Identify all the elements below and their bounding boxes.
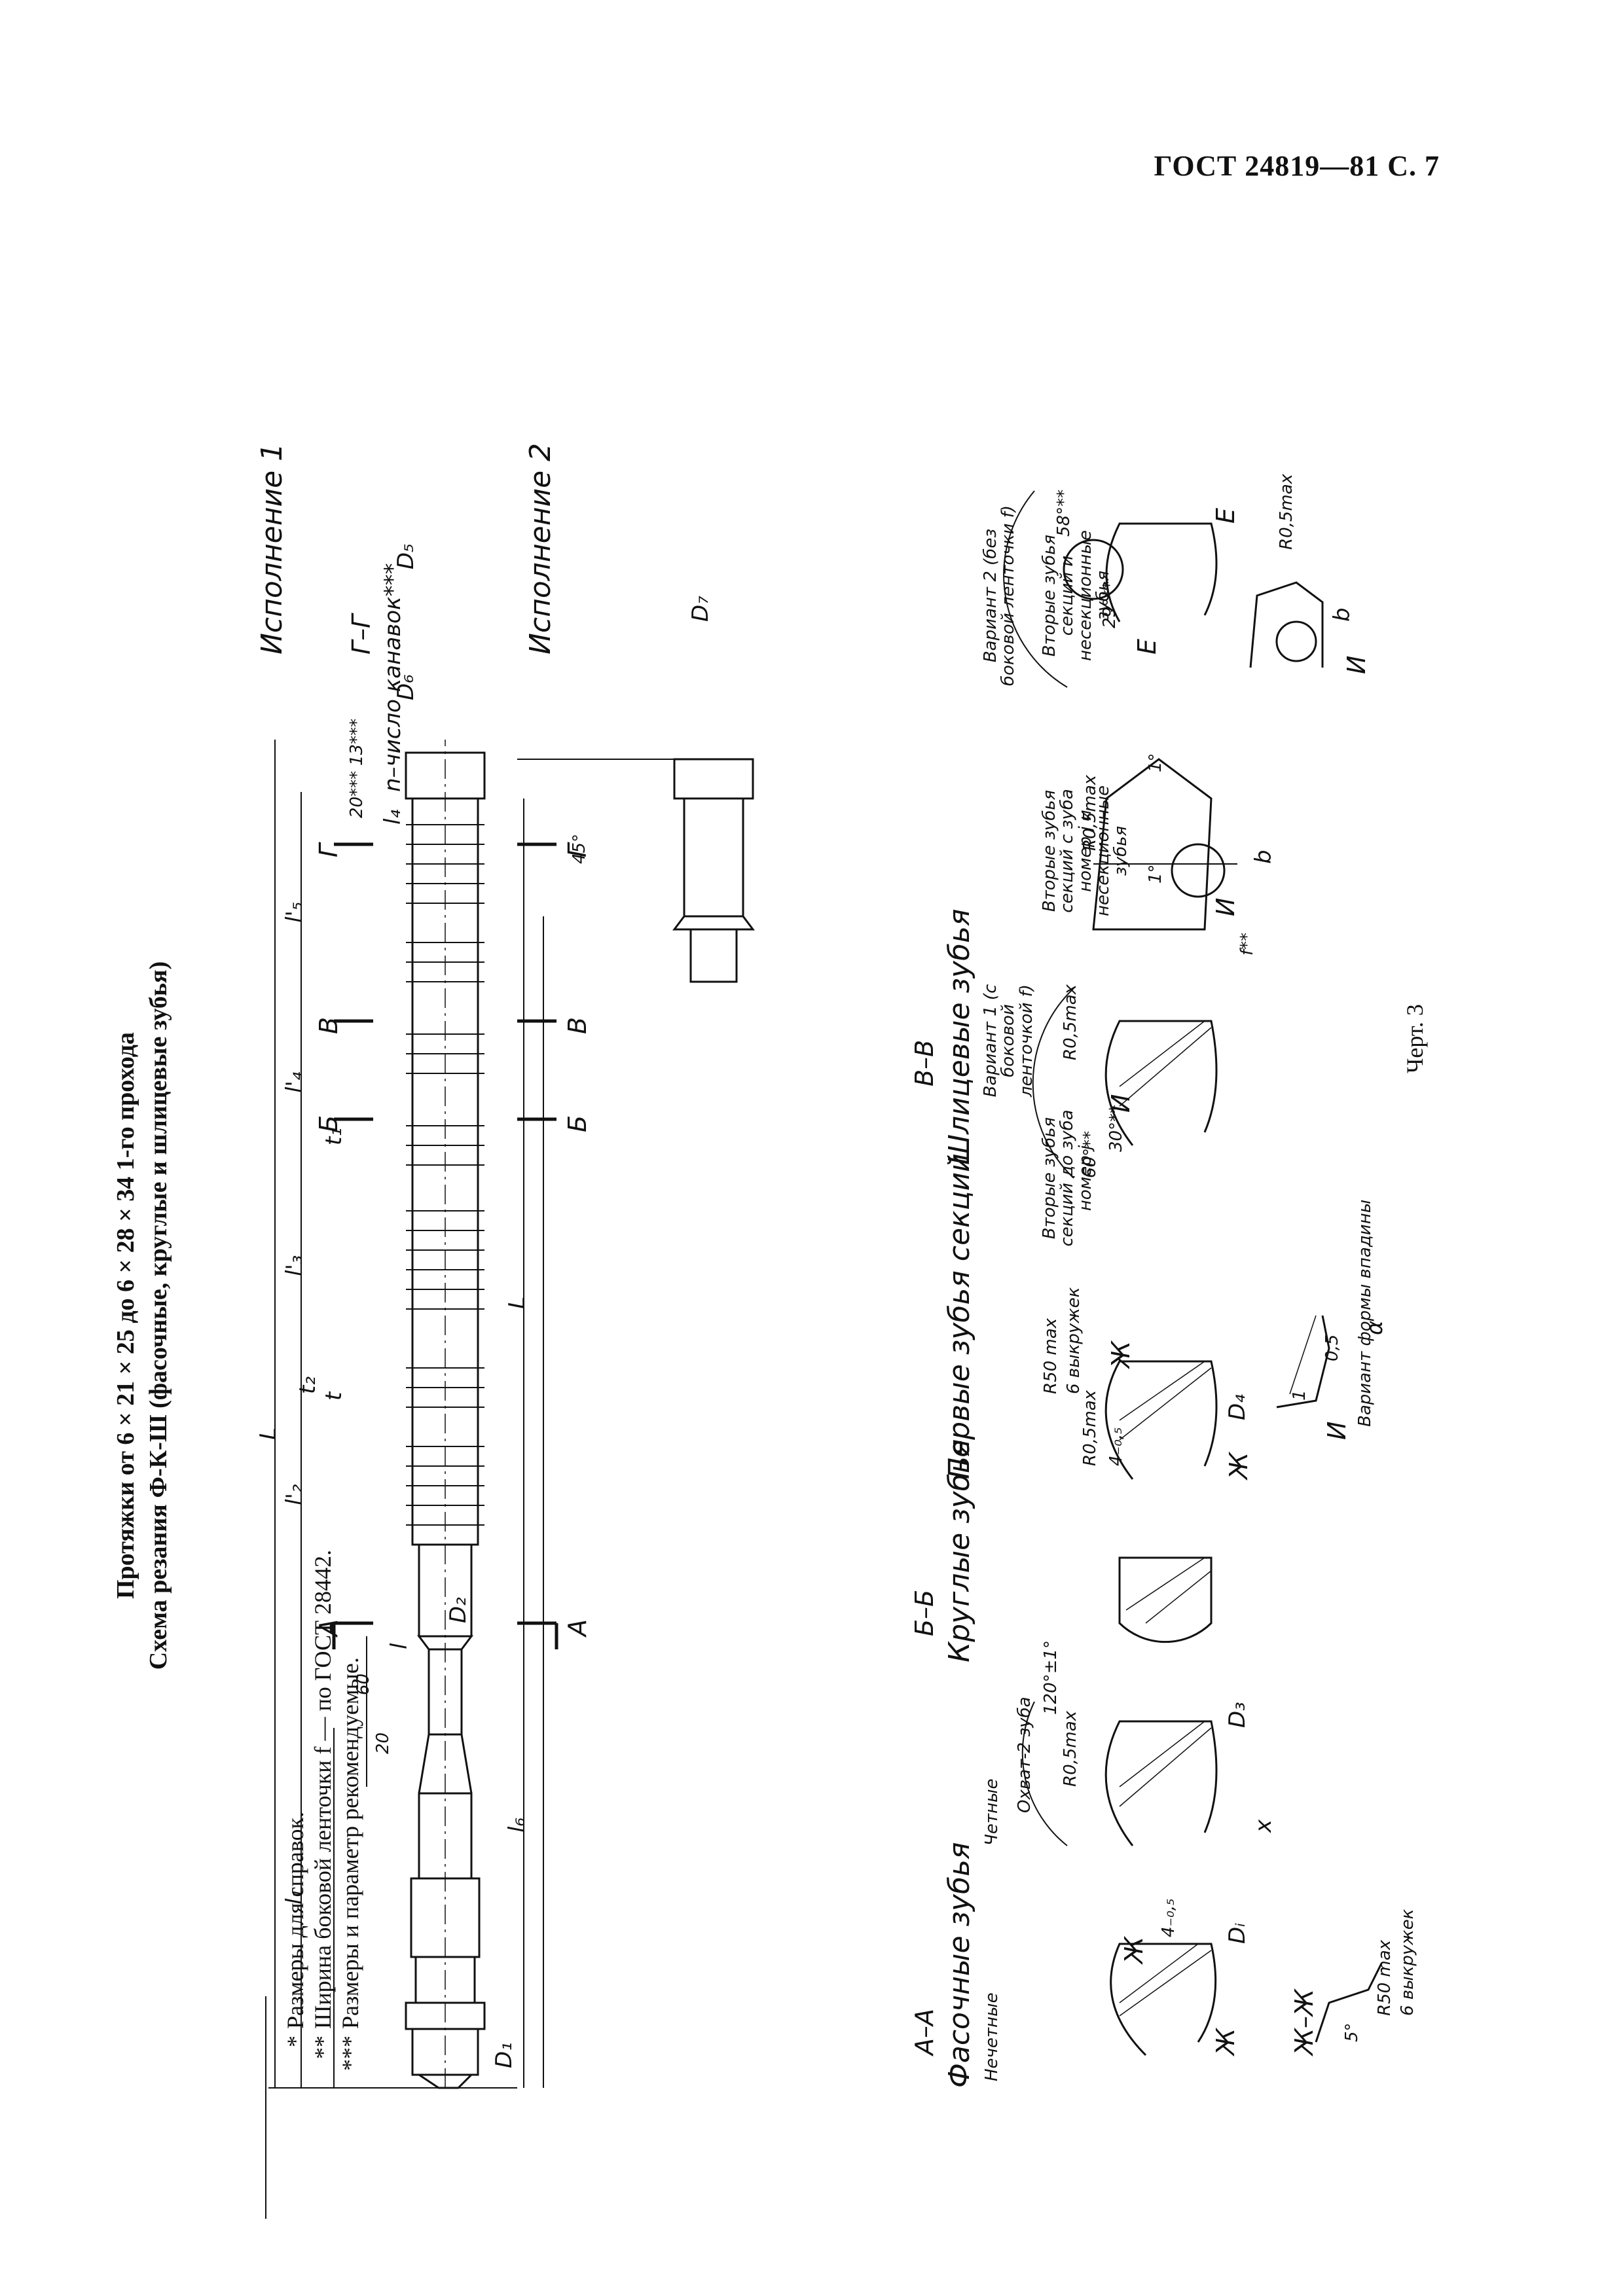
label-okhvat: Охват-2 зуба: [1015, 1696, 1034, 1813]
label-dim-4: 4₋₀,₅: [1159, 1898, 1178, 1937]
label-l5: l'₅: [282, 901, 308, 923]
label-vykruzhek: 6 выкружек: [1398, 1909, 1417, 2016]
label-ang-1b: 1°: [1146, 753, 1165, 772]
label-Di: Dᵢ: [1224, 1922, 1250, 1944]
label-E2: Е: [1211, 507, 1240, 524]
label-D2: D₂: [445, 1597, 471, 1623]
label-section-AA: А–А: [910, 2009, 939, 2055]
label-dim-4b: 4₋₀,₅: [1106, 1427, 1126, 1466]
label-ispolnenie1: Исполнение 1: [255, 442, 289, 655]
label-vtorye-do: Вторые зубья секций до зуба номер j: [1040, 1109, 1095, 1247]
label-V-top: В: [314, 1016, 343, 1034]
label-r50: R50 max: [1375, 1939, 1395, 2016]
label-L2: L: [504, 1297, 530, 1309]
broach-body: [405, 740, 755, 2089]
footnote-2: **Ширина боковой ленточки f — по ГОСТ 28…: [310, 1549, 336, 2059]
label-B-top: Б: [314, 1115, 343, 1132]
rotated-drawing: Протяжки от 6 × 21 × 25 до 6 × 28 × 34 1…: [98, 196, 1417, 2094]
label-r05-a: R0,5max: [1061, 1710, 1080, 1787]
label-ang-120: 120°±1°: [1041, 1640, 1061, 1715]
label-l6: l₆: [504, 1817, 530, 1833]
label-dim-13s: 13***: [347, 718, 367, 766]
label-r05-c: R0,5max: [1061, 984, 1080, 1060]
label-ang-58: 58°**: [1054, 489, 1074, 537]
label-variant2: Вариант 2 (без боковой ленточки f): [981, 505, 1019, 687]
label-B-bot: Б: [563, 1115, 592, 1132]
label-I-d: И: [1322, 1421, 1351, 1440]
label-G-bot: Г: [563, 843, 592, 857]
label-ang-29: 29°**: [1100, 581, 1120, 628]
label-section-ZhZh: Ж–Ж: [1290, 1989, 1319, 2055]
label-r05-b: R0,5max: [1080, 1390, 1100, 1466]
label-l3: l'₃: [282, 1255, 308, 1276]
label-chetnye: Четные: [982, 1778, 1002, 1846]
footnote-3: ***Размеры и параметр рекомендуемые.: [337, 1657, 363, 2071]
label-fasochnye: Фасочные зубья: [943, 1842, 976, 2088]
label-dim-05: 0,5: [1322, 1334, 1342, 1361]
page-header: ГОСТ 24819—81 С. 7: [1154, 150, 1440, 182]
label-I-b: И: [1211, 897, 1240, 916]
label-I-c: И: [1342, 655, 1371, 674]
label-A-bot: А: [563, 1619, 592, 1636]
label-ispolnenie2: Исполнение 2: [524, 442, 557, 655]
label-l: l: [386, 1643, 412, 1649]
label-shlitsevye: Шлицевые зубья: [943, 908, 976, 1166]
label-dim-20: 20: [373, 1732, 393, 1754]
section-markers: [332, 842, 558, 1649]
drawing-svg: [268, 490, 1383, 2089]
label-r50-b: R50 max: [1041, 1318, 1061, 1394]
label-Zh-b: Ж: [1211, 2028, 1240, 2055]
label-D5: D₅: [393, 543, 419, 569]
label-l4s: l₄: [380, 809, 406, 825]
label-b: b: [1250, 850, 1277, 864]
label-G-top: Г: [314, 843, 343, 857]
section-views: [1003, 490, 1383, 2056]
footnotes: *Размеры для справок. **Ширина боковой л…: [282, 1550, 364, 2081]
label-r05-d: R0,5max: [1080, 774, 1100, 851]
label-ang-5: 5°: [1342, 2022, 1362, 2042]
label-l2: l'₂: [282, 1484, 308, 1505]
label-D4: D₄: [1224, 1394, 1250, 1420]
label-ang-1a: 1°: [1146, 864, 1165, 884]
label-alpha: α: [1362, 1320, 1388, 1335]
label-section-BB: Б–Б: [910, 1589, 939, 1636]
label-t2: t₂: [295, 1376, 321, 1394]
label-section-GG: Г–Г: [347, 614, 376, 655]
label-Zh-c: Ж: [1106, 1341, 1135, 1368]
label-nechetnye: Нечетные: [982, 1992, 1002, 2081]
label-dim-20s: 20***: [347, 770, 367, 818]
label-x: x: [1250, 1819, 1277, 1833]
label-E: Е: [1133, 638, 1161, 655]
label-r05-e: R0,5max: [1277, 473, 1296, 550]
footnote-rule: [265, 1996, 266, 2219]
label-I-a: И: [1106, 1094, 1135, 1113]
label-variant1: Вариант 1 (с боковой ленточкой f): [981, 984, 1036, 1098]
label-dim-1: 1: [1290, 1390, 1309, 1401]
dimension-lines: [268, 740, 674, 2089]
label-variant-formy: Вариант формы впадины: [1355, 1199, 1375, 1427]
footnote-1: *Размеры для справок.: [282, 1812, 308, 2047]
label-D7: D₇: [687, 596, 714, 622]
drawing-caption: Черт. 3: [1402, 1004, 1428, 1073]
label-L1: L: [255, 1427, 282, 1440]
label-D1: D₁: [491, 2042, 517, 2068]
label-pervye: Первые зубья секций: [943, 1153, 976, 1479]
label-ang-60: 60°**: [1080, 1130, 1100, 1178]
label-D3: D₃: [1224, 1702, 1250, 1728]
label-vykruzhek-b: 6 выкружек: [1064, 1287, 1084, 1394]
label-t: t: [321, 1391, 347, 1401]
label-D6: D₆: [393, 674, 419, 700]
label-section-VV: В–В: [910, 1039, 939, 1086]
label-f: f**: [1237, 932, 1257, 956]
label-Zh-d: Ж: [1224, 1452, 1253, 1479]
label-Zh-a: Ж: [1120, 1937, 1148, 1964]
label-l4: l'₄: [282, 1071, 308, 1093]
label-V-bot: В: [563, 1016, 592, 1034]
label-b2: b: [1329, 607, 1355, 622]
